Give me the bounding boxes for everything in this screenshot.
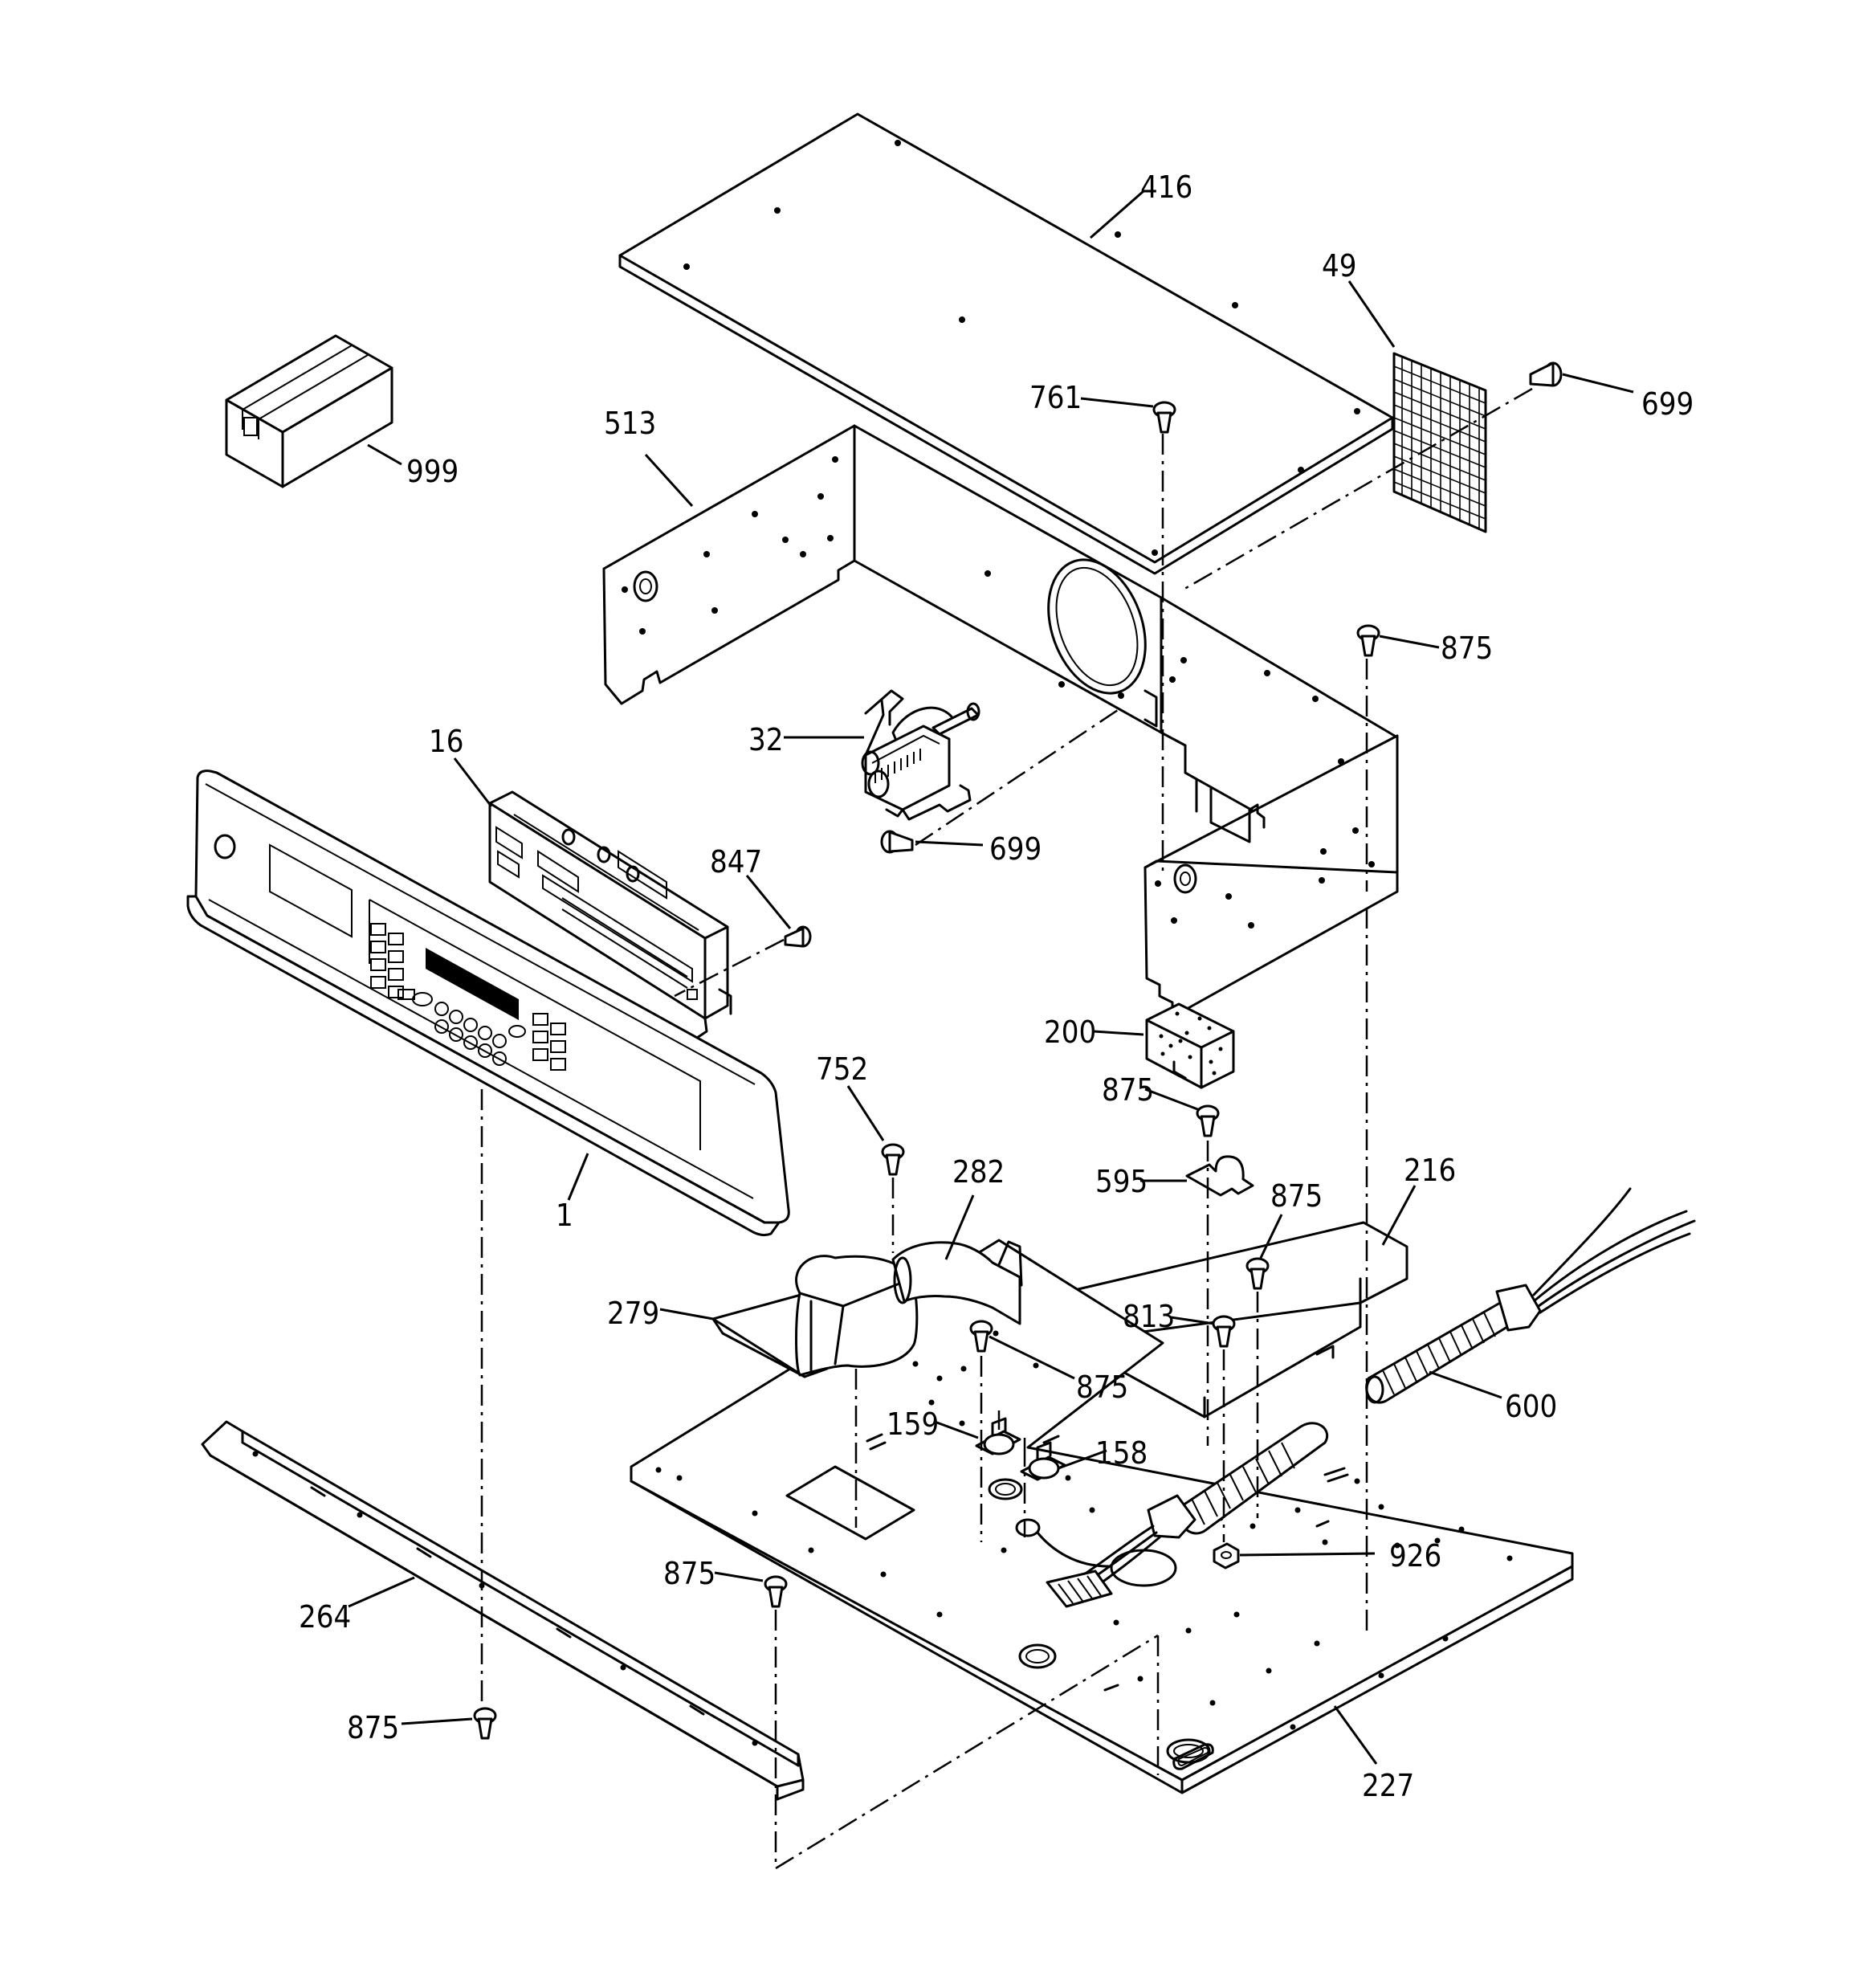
part-1-control-panel	[186, 769, 790, 1237]
screw-761-icon	[1152, 401, 1176, 434]
part-227-base-pan	[630, 1239, 1574, 1794]
screw-875c-icon	[1245, 1257, 1270, 1290]
label-999: 999	[406, 454, 459, 489]
leader-lines	[348, 190, 1634, 1765]
part-595-clip	[1185, 1155, 1254, 1197]
label-1: 1	[556, 1198, 573, 1233]
part-49-mesh-screen	[1392, 352, 1487, 533]
screw-752-icon	[881, 1143, 905, 1176]
label-813: 813	[1123, 1299, 1175, 1334]
label-200: 200	[1044, 1014, 1096, 1050]
label-875f: 875	[347, 1710, 399, 1745]
part-200-insulation-block	[1145, 1002, 1235, 1089]
label-227: 227	[1362, 1768, 1414, 1803]
label-416: 416	[1140, 169, 1192, 205]
label-761: 761	[1029, 380, 1082, 415]
label-282: 282	[952, 1154, 1005, 1190]
part-999-carton-box	[225, 334, 393, 488]
screw-875d-icon	[969, 1320, 993, 1353]
screw-699a-icon	[1529, 361, 1563, 387]
label-513: 513	[604, 406, 656, 441]
part-279-air-duct	[711, 1255, 919, 1378]
label-875c: 875	[1270, 1178, 1323, 1214]
label-875e: 875	[663, 1556, 715, 1591]
assembly-centerlines	[480, 387, 1533, 1870]
label-595: 595	[1095, 1164, 1148, 1199]
part-labels: 416 49 699 761 513 999 875 16 32 699 847…	[299, 169, 1694, 1803]
label-264: 264	[299, 1599, 351, 1635]
screw-813-icon	[1212, 1315, 1236, 1348]
part-16-control-board	[488, 790, 732, 1043]
label-875a: 875	[1441, 631, 1493, 666]
screw-847-icon	[784, 925, 812, 948]
label-926: 926	[1389, 1538, 1441, 1574]
label-699a: 699	[1641, 386, 1694, 422]
label-279: 279	[607, 1296, 659, 1331]
screw-875a-icon	[1356, 624, 1380, 657]
label-49: 49	[1322, 248, 1357, 284]
part-264-support-rail	[201, 1420, 805, 1801]
label-16: 16	[429, 724, 464, 759]
screw-875b-icon	[1196, 1104, 1220, 1137]
part-416-top-panel	[618, 112, 1394, 575]
label-158: 158	[1095, 1435, 1148, 1471]
part-282-tube	[891, 1241, 1021, 1325]
screw-875f-icon	[473, 1707, 497, 1740]
label-699b: 699	[989, 831, 1042, 867]
part-159-thermostat	[975, 1417, 1021, 1455]
screw-699b-icon	[880, 830, 914, 854]
screw-875e-icon	[764, 1575, 788, 1608]
screws	[473, 361, 1563, 1740]
part-600-wire-harness	[1046, 1187, 1696, 1608]
label-875d: 875	[1076, 1370, 1128, 1405]
label-752: 752	[816, 1051, 868, 1087]
label-159: 159	[887, 1406, 939, 1442]
label-875b: 875	[1102, 1072, 1154, 1108]
label-847: 847	[710, 844, 762, 880]
part-32-fan-motor	[861, 689, 980, 821]
label-600: 600	[1505, 1389, 1557, 1424]
nut-926-icon	[1213, 1542, 1240, 1570]
part-513-oven-wrapper	[602, 424, 1399, 1018]
label-32: 32	[748, 722, 784, 757]
label-216: 216	[1404, 1153, 1456, 1188]
